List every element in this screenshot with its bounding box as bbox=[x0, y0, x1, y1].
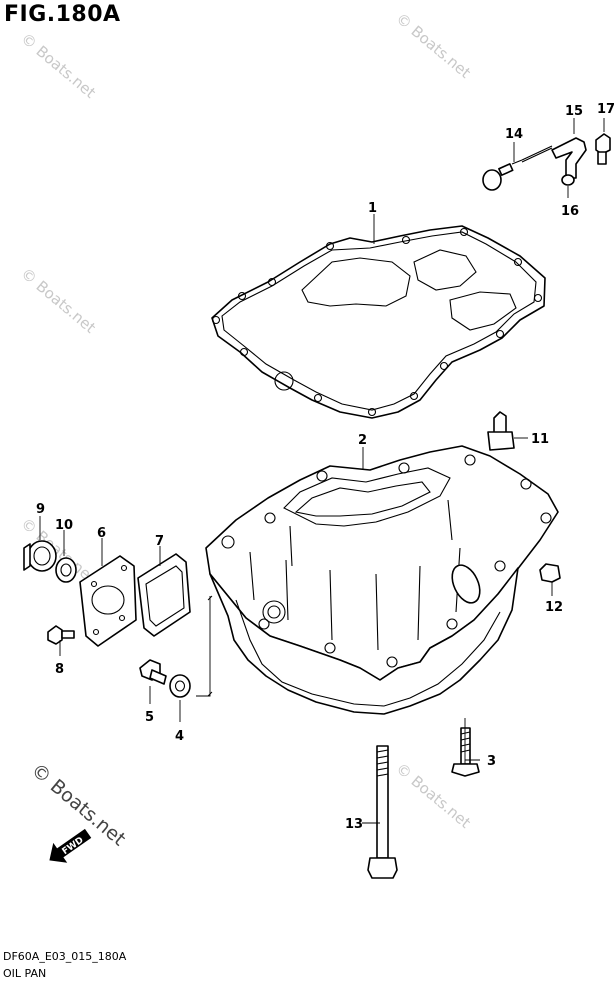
part-12-plug[interactable] bbox=[539, 563, 561, 583]
watermark: © Boats.net bbox=[17, 29, 99, 102]
part-8-bolt[interactable] bbox=[47, 625, 75, 645]
callout-9: 9 bbox=[36, 502, 45, 517]
section-name: OIL PAN bbox=[3, 967, 47, 980]
callout-labels: 1 2 3 4 5 6 7 8 9 10 11 12 13 14 15 16 1… bbox=[36, 102, 614, 832]
callout-5: 5 bbox=[145, 710, 154, 725]
leader-lines bbox=[39, 118, 605, 824]
part-3-bolt[interactable] bbox=[451, 727, 480, 777]
callout-8: 8 bbox=[55, 662, 64, 677]
callout-16: 16 bbox=[561, 204, 579, 219]
part-16-o-ring[interactable] bbox=[561, 174, 575, 186]
callout-6: 6 bbox=[97, 526, 106, 541]
part-1-gasket[interactable] bbox=[211, 225, 546, 419]
part-5-drain-plug[interactable] bbox=[139, 659, 167, 685]
callout-17: 17 bbox=[597, 102, 614, 117]
part-4-washer[interactable] bbox=[169, 674, 191, 698]
part-2-oil-pan[interactable] bbox=[205, 445, 559, 715]
callout-14: 14 bbox=[505, 127, 523, 142]
part-13-long-bolt[interactable] bbox=[367, 745, 398, 879]
watermark: © Boats.net bbox=[17, 264, 99, 337]
drawing-code: DF60A_E03_015_180A bbox=[3, 950, 127, 963]
part-7-gasket[interactable] bbox=[137, 553, 191, 637]
callout-11: 11 bbox=[531, 432, 549, 447]
part-10-o-ring[interactable] bbox=[55, 557, 77, 583]
callout-1: 1 bbox=[368, 201, 377, 216]
part-11-fitting[interactable] bbox=[487, 411, 515, 451]
part-17-bolt[interactable] bbox=[595, 133, 611, 165]
callout-15: 15 bbox=[565, 104, 583, 119]
callout-3: 3 bbox=[487, 754, 496, 769]
fwd-arrow-icon: FWD bbox=[49, 828, 92, 863]
callout-2: 2 bbox=[358, 433, 367, 448]
callout-7: 7 bbox=[155, 534, 164, 549]
part-6-plate[interactable] bbox=[79, 555, 137, 647]
callout-12: 12 bbox=[545, 600, 563, 615]
callout-10: 10 bbox=[55, 518, 73, 533]
callout-13: 13 bbox=[345, 817, 363, 832]
part-15-guide-tube[interactable] bbox=[551, 137, 587, 179]
callout-4: 4 bbox=[175, 729, 184, 744]
watermark-group: © Boats.net © Boats.net © Boats.net © Bo… bbox=[17, 9, 474, 850]
watermark: © Boats.net bbox=[392, 9, 474, 82]
part-14-dipstick[interactable] bbox=[482, 145, 553, 191]
figure-title: FIG.180A bbox=[4, 2, 121, 27]
part-9-cap[interactable] bbox=[23, 540, 57, 572]
